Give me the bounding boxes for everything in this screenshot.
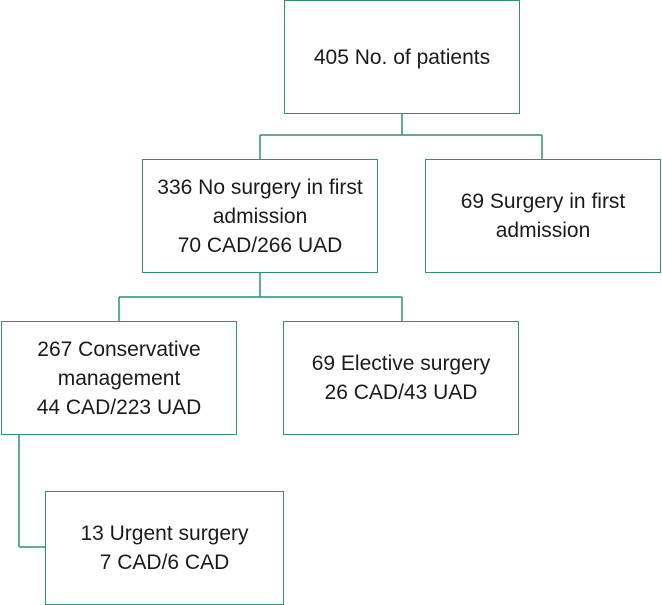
no-surgery-title: 336 No surgery in first — [157, 175, 363, 199]
urgent-title: 13 Urgent surgery — [80, 522, 249, 545]
conservative-breakdown: 44 CAD/223 UAD — [36, 395, 202, 419]
no-surgery-box: 336 No surgery in first admission 70 CAD… — [142, 159, 378, 273]
surgery-first-subtitle: admission — [495, 219, 591, 242]
conservative-title: 267 Conservative — [37, 337, 201, 361]
no-surgery-subtitle: admission — [212, 204, 308, 228]
elective-box: 69 Elective surgery 26 CAD/43 UAD — [283, 321, 519, 435]
elective-title: 69 Elective surgery — [311, 352, 491, 375]
urgent-breakdown: 7 CAD/6 CAD — [99, 551, 230, 574]
root-label: 405 No. of patients — [313, 45, 491, 69]
conservative-box: 267 Conservative management 44 CAD/223 U… — [1, 321, 237, 435]
no-surgery-breakdown: 70 CAD/266 UAD — [177, 233, 343, 257]
urgent-box: 13 Urgent surgery 7 CAD/6 CAD — [45, 491, 284, 605]
root-box: 405 No. of patients — [284, 0, 520, 114]
elective-breakdown: 26 CAD/43 UAD — [324, 381, 478, 404]
surgery-first-box: 69 Surgery in first admission — [425, 159, 661, 273]
conservative-subtitle: management — [57, 366, 181, 390]
surgery-first-title: 69 Surgery in first — [460, 190, 626, 213]
